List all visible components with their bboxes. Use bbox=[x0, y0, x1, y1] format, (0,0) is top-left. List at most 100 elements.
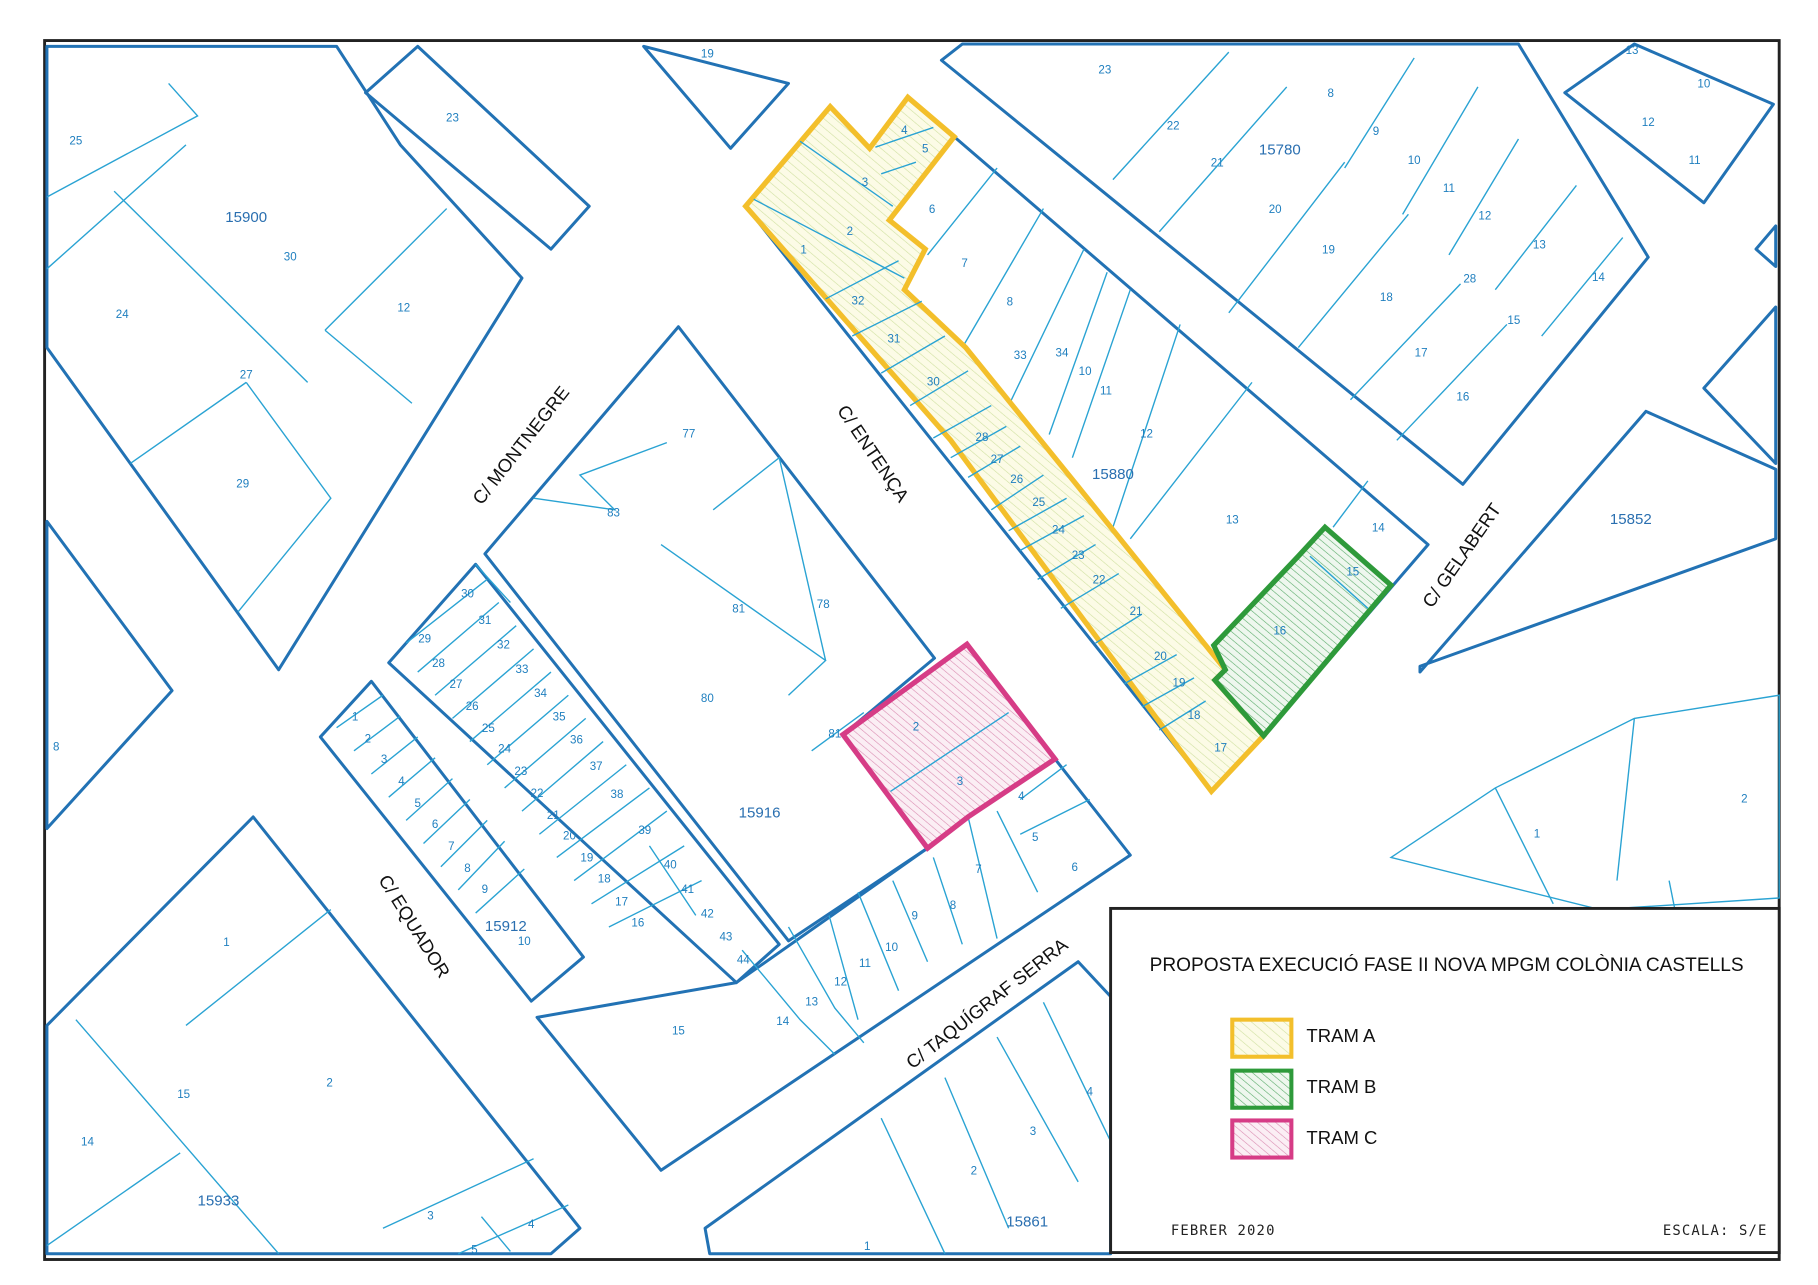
parcel-number-label: 7 bbox=[448, 841, 454, 853]
parcel-number-label: 37 bbox=[590, 761, 603, 773]
parcel-number-label: 27 bbox=[450, 679, 463, 691]
parcel-number-label: 5 bbox=[1032, 832, 1038, 844]
parcel-number-label: 11 bbox=[1100, 386, 1112, 398]
parcel-number-label: 1 bbox=[800, 244, 806, 256]
parcel-number-label: 12 bbox=[1140, 429, 1153, 441]
parcel-number-label: 9 bbox=[1373, 126, 1379, 138]
parcel-number-label: 18 bbox=[1188, 710, 1201, 722]
parcel-number-label: 31 bbox=[887, 334, 900, 346]
parcel-number-label: 28 bbox=[1463, 273, 1476, 285]
parcel-number-label: 22 bbox=[531, 788, 544, 800]
parcel-number-label: 9 bbox=[912, 911, 918, 923]
date-label: FEBRER 2020 bbox=[1171, 1223, 1276, 1239]
parcel-number-label: 23 bbox=[446, 112, 459, 124]
parcel-number-label: 24 bbox=[116, 309, 129, 321]
parcel-number-label: 30 bbox=[284, 251, 297, 263]
parcel-number-label: 17 bbox=[1214, 743, 1227, 755]
parcel-number-label: 8 bbox=[1007, 296, 1013, 308]
parcel-number-label: 21 bbox=[547, 810, 560, 822]
block-number-label: 15900 bbox=[225, 209, 267, 226]
parcel-number-label: 25 bbox=[1032, 497, 1045, 509]
parcel-number-label: 12 bbox=[1478, 211, 1491, 223]
parcel-number-label: 81 bbox=[828, 729, 841, 741]
scale-label: ESCALA: S/E bbox=[1663, 1223, 1768, 1239]
parcel-number-label: 5 bbox=[471, 1244, 477, 1256]
parcel-number-label: 15 bbox=[672, 1025, 685, 1037]
parcel-number-label: 1 bbox=[864, 1241, 870, 1253]
parcel-number-label: 38 bbox=[611, 789, 624, 801]
parcel-number-label: 34 bbox=[1056, 347, 1069, 359]
parcel-number-label: 12 bbox=[1642, 117, 1655, 129]
parcel-number-label: 39 bbox=[638, 825, 651, 837]
legend-label: TRAM C bbox=[1306, 1127, 1377, 1148]
parcel-number-label: 83 bbox=[607, 507, 620, 519]
parcel-number-label: 8 bbox=[53, 741, 59, 753]
legend-label: TRAM B bbox=[1306, 1076, 1376, 1097]
parcel-number-label: 18 bbox=[1380, 292, 1393, 304]
parcel-number-label: 19 bbox=[1173, 678, 1186, 690]
parcel-number-label: 7 bbox=[975, 864, 981, 876]
block-number-label: 15861 bbox=[1006, 1213, 1048, 1230]
parcel-number-label: 34 bbox=[534, 688, 547, 700]
tram-a-area bbox=[742, 93, 1268, 796]
parcel-number-label: 1 bbox=[1534, 828, 1540, 840]
parcel-number-label: 11 bbox=[1443, 183, 1455, 195]
parcel-number-label: 7 bbox=[961, 258, 967, 270]
block-15852 bbox=[1418, 409, 1778, 674]
parcel-number-label: 16 bbox=[1273, 626, 1286, 638]
block-number-label: 15933 bbox=[197, 1193, 239, 1210]
parcel-number-label: 6 bbox=[929, 204, 935, 216]
parcel-number-label: 2 bbox=[971, 1166, 977, 1178]
parcel-number-label: 10 bbox=[1697, 79, 1710, 91]
legend-item-tram-c: TRAM C bbox=[1230, 1118, 1377, 1160]
parcel-number-label: 16 bbox=[631, 918, 644, 930]
parcel-number-label: 28 bbox=[432, 658, 445, 670]
parcel-number-label: 43 bbox=[719, 931, 732, 943]
parcel-number-label: 13 bbox=[805, 996, 818, 1008]
parcel-number-label: 11 bbox=[859, 958, 871, 970]
parcel-number-label: 22 bbox=[1167, 120, 1180, 132]
parcel-number-label: 41 bbox=[681, 884, 694, 896]
parcel-number-label: 10 bbox=[1408, 155, 1421, 167]
parcel-number-label: 31 bbox=[478, 615, 491, 627]
parcel-number-label: 13 bbox=[1533, 240, 1546, 252]
parcel-number-label: 4 bbox=[1018, 791, 1025, 803]
parcel-number-label: 6 bbox=[1071, 862, 1077, 874]
parcel-number-label: 24 bbox=[1052, 525, 1065, 537]
parcel-number-label: 2 bbox=[1741, 794, 1747, 806]
parcel-number-label: 14 bbox=[81, 1137, 94, 1149]
block-15912 bbox=[318, 679, 585, 1003]
parcel-number-label: 19 bbox=[1322, 244, 1335, 256]
parcel-number-label: 2 bbox=[365, 733, 371, 745]
block-number-label: 15852 bbox=[1610, 511, 1652, 528]
block-19 bbox=[642, 44, 791, 150]
block-15933 bbox=[45, 815, 582, 1256]
parcel-number-label: 6 bbox=[432, 819, 438, 831]
parcel-number-label: 42 bbox=[701, 908, 714, 920]
parcel-number-label: 29 bbox=[236, 478, 249, 490]
parcel-number-label: 32 bbox=[497, 639, 510, 651]
parcel-number-label: 3 bbox=[1030, 1126, 1036, 1138]
parcel-number-label: 3 bbox=[427, 1211, 433, 1223]
parcel-number-label: 15 bbox=[1507, 315, 1520, 327]
parcel-number-label: 3 bbox=[957, 776, 963, 788]
parcel-number-label: 21 bbox=[1211, 157, 1224, 169]
parcel-number-label: 27 bbox=[991, 454, 1004, 466]
block-number-label: 15912 bbox=[485, 918, 527, 935]
block-top-right bbox=[1563, 42, 1775, 205]
parcel-number-label: 4 bbox=[398, 776, 405, 788]
parcel-number-label: 19 bbox=[701, 49, 714, 61]
parcel-number-label: 12 bbox=[834, 977, 847, 989]
parcel-number-label: 1 bbox=[352, 711, 358, 723]
legend-label: TRAM A bbox=[1306, 1025, 1376, 1046]
parcel-number-label: 21 bbox=[1130, 606, 1143, 618]
parcel-number-label: 14 bbox=[1372, 522, 1385, 534]
parcel-number-label: 29 bbox=[418, 634, 431, 646]
parcel-lines bbox=[46, 51, 1676, 1255]
parcel-number-label: 33 bbox=[516, 664, 529, 676]
parcel-number-label: 18 bbox=[598, 874, 611, 886]
tram-c-area bbox=[839, 640, 1059, 852]
parcel-number-label: 15 bbox=[1346, 566, 1359, 578]
